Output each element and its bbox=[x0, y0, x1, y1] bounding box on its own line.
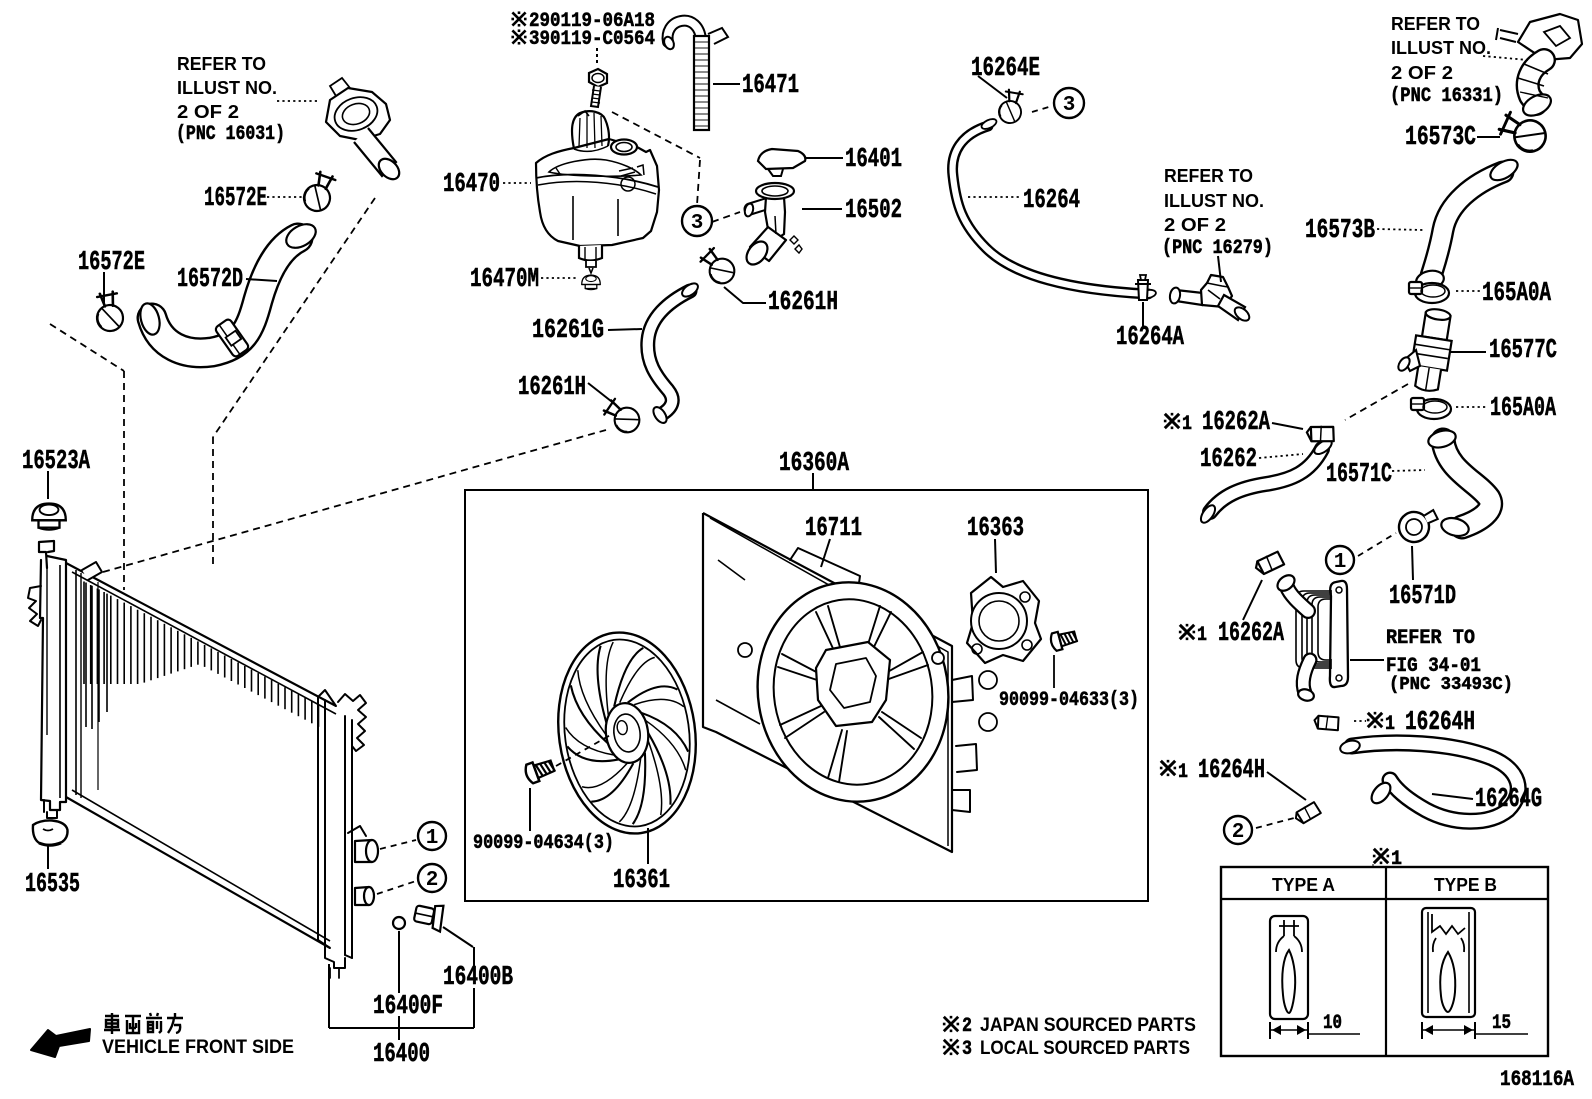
svg-text:2 OF 2: 2 OF 2 bbox=[1391, 63, 1453, 83]
svg-text:2 OF 2: 2 OF 2 bbox=[177, 102, 239, 122]
svg-text:16400F: 16400F bbox=[373, 992, 443, 1022]
svg-text:1: 1 bbox=[1178, 761, 1188, 784]
svg-text:REFER TO: REFER TO bbox=[1386, 627, 1475, 650]
svg-text:290119-06A18: 290119-06A18 bbox=[529, 10, 655, 33]
svg-text:VEHICLE FRONT SIDE: VEHICLE FRONT SIDE bbox=[102, 1037, 294, 1058]
svg-text:16264H: 16264H bbox=[1405, 708, 1475, 738]
svg-text:FIG 34-01: FIG 34-01 bbox=[1386, 655, 1481, 678]
svg-text:1: 1 bbox=[1385, 713, 1395, 736]
svg-text:16261G: 16261G bbox=[532, 316, 604, 346]
svg-text:165A0A: 165A0A bbox=[1482, 279, 1552, 309]
svg-text:16400: 16400 bbox=[373, 1040, 430, 1070]
svg-text:16572E: 16572E bbox=[204, 184, 267, 214]
svg-text:16470: 16470 bbox=[443, 170, 500, 200]
svg-text:1: 1 bbox=[1197, 624, 1207, 647]
svg-text:2 OF 2: 2 OF 2 bbox=[1164, 215, 1226, 235]
svg-text:16363: 16363 bbox=[967, 514, 1024, 544]
svg-text:16471: 16471 bbox=[742, 71, 799, 101]
svg-text:16261H: 16261H bbox=[768, 288, 838, 318]
svg-text:(PNC 16279): (PNC 16279) bbox=[1162, 237, 1273, 260]
svg-text:3: 3 bbox=[1063, 94, 1076, 117]
svg-text:JAPAN SOURCED PARTS: JAPAN SOURCED PARTS bbox=[980, 1015, 1196, 1036]
svg-text:REFER TO: REFER TO bbox=[1164, 166, 1253, 186]
svg-text:16400B: 16400B bbox=[443, 963, 513, 993]
svg-text:165A0A: 165A0A bbox=[1490, 394, 1557, 424]
svg-text:16264G: 16264G bbox=[1475, 785, 1542, 815]
svg-text:16573B: 16573B bbox=[1305, 216, 1375, 246]
svg-text:16535: 16535 bbox=[25, 870, 80, 900]
svg-text:10: 10 bbox=[1323, 1012, 1342, 1035]
svg-text:REFER TO: REFER TO bbox=[1391, 14, 1480, 34]
svg-text:16361: 16361 bbox=[613, 866, 670, 896]
svg-text:16572E: 16572E bbox=[78, 248, 145, 278]
svg-text:2: 2 bbox=[1232, 821, 1245, 844]
svg-text:1: 1 bbox=[1391, 848, 1402, 871]
svg-text:16262A: 16262A bbox=[1202, 408, 1271, 438]
svg-text:ILLUST NO.: ILLUST NO. bbox=[1164, 191, 1264, 211]
svg-text:390119-C0564: 390119-C0564 bbox=[529, 28, 655, 51]
svg-text:16262: 16262 bbox=[1200, 445, 1257, 475]
svg-text:16573C: 16573C bbox=[1405, 123, 1476, 153]
svg-text:ILLUST NO.: ILLUST NO. bbox=[177, 78, 277, 98]
svg-text:1: 1 bbox=[1334, 551, 1347, 574]
svg-text:16264E: 16264E bbox=[971, 54, 1040, 84]
svg-text:16470M: 16470M bbox=[470, 265, 539, 295]
svg-text:16262A: 16262A bbox=[1218, 619, 1285, 649]
svg-text:16401: 16401 bbox=[845, 145, 902, 175]
svg-text:2: 2 bbox=[426, 869, 439, 892]
svg-text:16261H: 16261H bbox=[518, 373, 586, 403]
svg-text:(PNC 33493C): (PNC 33493C) bbox=[1389, 675, 1513, 695]
svg-text:16572D: 16572D bbox=[177, 265, 243, 295]
svg-text:(PNC 16031): (PNC 16031) bbox=[176, 123, 285, 146]
svg-text:1: 1 bbox=[426, 827, 439, 850]
svg-text:168116A: 168116A bbox=[1500, 1067, 1575, 1092]
svg-text:16571C: 16571C bbox=[1326, 460, 1392, 490]
svg-text:15: 15 bbox=[1492, 1012, 1511, 1035]
svg-text:16502: 16502 bbox=[845, 196, 902, 226]
svg-text:16360A: 16360A bbox=[779, 449, 850, 479]
svg-text:90099-04633(3): 90099-04633(3) bbox=[999, 689, 1139, 712]
svg-text:16264A: 16264A bbox=[1116, 323, 1185, 353]
svg-text:1: 1 bbox=[1182, 413, 1192, 436]
svg-text:LOCAL SOURCED PARTS: LOCAL SOURCED PARTS bbox=[980, 1038, 1190, 1059]
svg-text:(PNC 16331): (PNC 16331) bbox=[1390, 85, 1503, 108]
svg-text:16523A: 16523A bbox=[22, 447, 91, 477]
svg-text:3: 3 bbox=[962, 1038, 972, 1061]
svg-text:TYPE A: TYPE A bbox=[1272, 875, 1335, 895]
svg-text:2: 2 bbox=[962, 1015, 972, 1038]
svg-text:16264: 16264 bbox=[1023, 186, 1080, 216]
svg-text:16571D: 16571D bbox=[1389, 582, 1456, 612]
svg-text:3: 3 bbox=[691, 212, 704, 235]
svg-text:16711: 16711 bbox=[805, 514, 862, 544]
svg-text:16577C: 16577C bbox=[1489, 336, 1557, 366]
svg-text:90099-04634(3): 90099-04634(3) bbox=[473, 832, 614, 855]
svg-text:TYPE B: TYPE B bbox=[1434, 875, 1497, 895]
svg-text:16264H: 16264H bbox=[1198, 756, 1265, 786]
svg-text:ILLUST NO.: ILLUST NO. bbox=[1391, 38, 1491, 58]
svg-text:REFER TO: REFER TO bbox=[177, 54, 266, 74]
